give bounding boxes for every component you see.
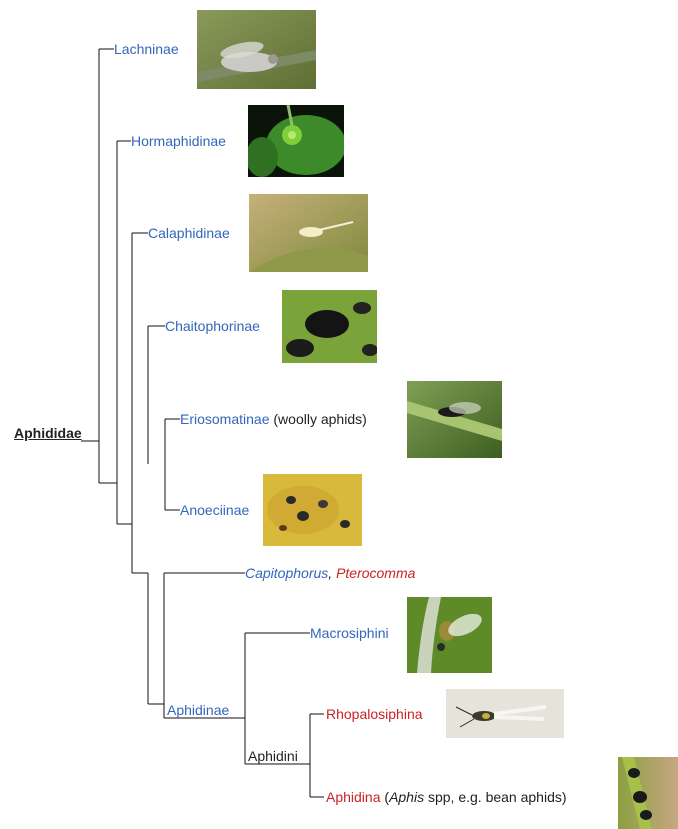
taxon-aphidina[interactable]: Aphidina — [326, 789, 381, 805]
anoeciinae-photo[interactable] — [263, 474, 362, 546]
taxon-calaphidinae[interactable]: Calaphidinae — [148, 225, 230, 241]
taxon-anoeciinae[interactable]: Anoeciinae — [180, 502, 249, 518]
rhopalosiphina-photo[interactable] — [446, 689, 564, 738]
separator-comma: , — [328, 565, 336, 581]
root-label[interactable]: Aphididae — [14, 425, 82, 441]
hormaphidinae-photo[interactable] — [248, 105, 344, 177]
eriosomatinae-photo[interactable] — [407, 381, 502, 458]
chaitophorinae-photo[interactable] — [282, 290, 377, 363]
eriosomatinae-note: (woolly aphids) — [270, 411, 367, 427]
taxon-aphidinae[interactable]: Aphidinae — [167, 702, 229, 718]
taxon-hormaphidinae[interactable]: Hormaphidinae — [131, 133, 226, 149]
aphidina-note-rest: spp, e.g. bean aphids) — [424, 789, 566, 805]
aphidina-row: Aphidina (Aphis spp, e.g. bean aphids) — [326, 789, 567, 805]
calaphidinae-photo[interactable] — [249, 194, 368, 272]
aphidina-note-open: ( — [381, 789, 390, 805]
taxon-capitophorus[interactable]: Capitophorus — [245, 565, 328, 581]
macrosiphini-photo[interactable] — [407, 597, 492, 673]
taxon-macrosiphini[interactable]: Macrosiphini — [310, 625, 389, 641]
lachninae-photo[interactable] — [197, 10, 316, 89]
taxon-pterocomma[interactable]: Pterocomma — [336, 565, 415, 581]
taxon-chaitophorinae[interactable]: Chaitophorinae — [165, 318, 260, 334]
taxon-eriosomatinae[interactable]: Eriosomatinae — [180, 411, 270, 427]
taxon-aphidini: Aphidini — [248, 748, 298, 764]
capitophorus-row: Capitophorus, Pterocomma — [245, 565, 415, 581]
taxon-lachninae[interactable]: Lachninae — [114, 41, 179, 57]
eriosomatinae-row: Eriosomatinae (woolly aphids) — [180, 411, 367, 427]
taxon-rhopalosiphina[interactable]: Rhopalosiphina — [326, 706, 423, 722]
aphidina-photo[interactable] — [618, 757, 678, 829]
aphidina-note-genus: Aphis — [389, 789, 424, 805]
